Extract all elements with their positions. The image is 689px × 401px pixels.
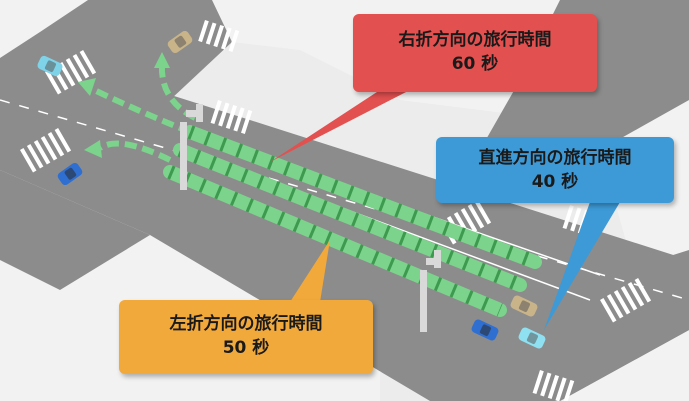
cars bbox=[37, 30, 546, 349]
callout-right-turn-value: 60 秒 bbox=[451, 54, 499, 74]
callout-straight: 直進方向の旅行時間 40 秒 bbox=[436, 137, 674, 203]
callout-left-turn-value: 50 秒 bbox=[222, 338, 270, 358]
route-bands bbox=[163, 125, 542, 317]
callout-straight-title: 直進方向の旅行時間 bbox=[478, 148, 632, 168]
callout-straight-tail bbox=[544, 202, 620, 330]
pole-right-arm bbox=[426, 258, 440, 265]
main-road bbox=[0, 60, 689, 401]
car-icon bbox=[510, 295, 538, 317]
crosswalk-mid-top bbox=[210, 100, 253, 134]
car-icon bbox=[518, 327, 546, 349]
cross-road-left-lower bbox=[0, 170, 150, 290]
route-band-1 bbox=[173, 143, 527, 292]
callout-left-turn: 左折方向の旅行時間 50 秒 bbox=[119, 300, 373, 374]
pole-right-post bbox=[420, 270, 427, 332]
route-band-2 bbox=[163, 165, 507, 317]
callout-right-tail bbox=[270, 90, 410, 162]
arrow-head-right bbox=[154, 52, 170, 68]
callout-right-turn: 右折方向の旅行時間 60 秒 bbox=[353, 14, 597, 92]
crosswalk-bottom-right bbox=[600, 278, 652, 323]
callout-left-turn-title: 左折方向の旅行時間 bbox=[169, 314, 323, 334]
car-icon bbox=[167, 30, 193, 54]
pole-left-arm bbox=[186, 110, 202, 117]
crosswalk-left bbox=[20, 128, 72, 173]
crosswalk-top bbox=[198, 20, 240, 53]
arrow-straight-upleft bbox=[88, 85, 192, 135]
pole-left-head bbox=[196, 104, 203, 122]
route-dashes-3 bbox=[187, 125, 538, 269]
callout-straight-value: 40 秒 bbox=[531, 172, 579, 192]
sensor-pole-left bbox=[180, 104, 203, 190]
crosswalk-top-left bbox=[45, 50, 97, 95]
sensor-pole-right bbox=[420, 250, 441, 332]
arrow-left-turn bbox=[98, 140, 172, 163]
callout-right-turn-title: 右折方向の旅行時間 bbox=[398, 30, 552, 50]
car-icon bbox=[37, 55, 63, 77]
pole-left-post bbox=[180, 122, 187, 190]
arrow-heads bbox=[78, 52, 170, 158]
pole-right-head bbox=[434, 250, 441, 268]
arrow-head-straight bbox=[78, 78, 96, 96]
callout-left-tail bbox=[290, 240, 330, 302]
car-icon bbox=[471, 319, 499, 341]
arrow-head-left bbox=[84, 140, 102, 158]
crosswalk-bottom bbox=[532, 370, 575, 401]
car-icon bbox=[57, 162, 83, 186]
block-top-left bbox=[0, 0, 90, 58]
